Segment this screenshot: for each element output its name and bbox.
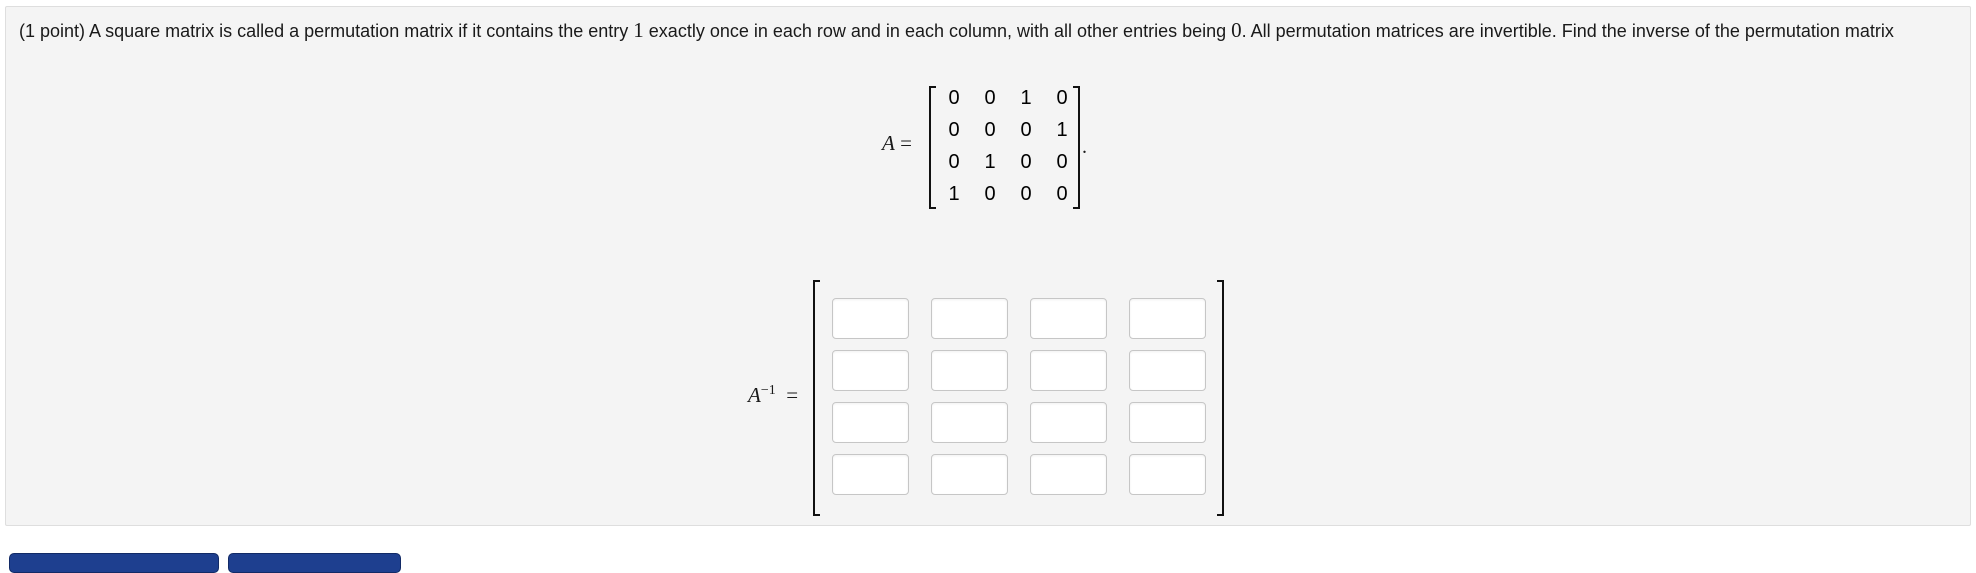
answer-input-r1-c4[interactable] — [1129, 298, 1206, 339]
statement-part-1: A square matrix is called a permutation … — [85, 21, 634, 41]
points-label: (1 point) — [19, 21, 86, 41]
matrix-a-entry: 0 — [948, 151, 960, 173]
matrix-a-period: . — [1082, 136, 1087, 158]
matrix-a-entry: 0 — [1056, 87, 1068, 109]
answer-input-r3-c4[interactable] — [1129, 402, 1206, 443]
matrix-a-entry: 1 — [1056, 119, 1068, 141]
answer-input-r2-c4[interactable] — [1129, 350, 1206, 391]
answer-input-r4-c2[interactable] — [931, 454, 1008, 495]
matrix-a-entry: 0 — [984, 183, 996, 205]
matrix-a-label: A = — [882, 131, 912, 155]
answer-input-r4-c1[interactable] — [832, 454, 909, 495]
answer-input-r2-c3[interactable] — [1030, 350, 1107, 391]
matrix-a-entry: 0 — [1020, 119, 1032, 141]
matrix-a-entry: 0 — [948, 87, 960, 109]
answer-input-r3-c2[interactable] — [931, 402, 1008, 443]
matrix-a-entry: 0 — [984, 87, 996, 109]
statement-part-3: . All permutation matrices are invertibl… — [1241, 21, 1894, 41]
math-one: 1 — [633, 18, 644, 42]
answer-input-r2-c2[interactable] — [931, 350, 1008, 391]
bottom-button-2[interactable] — [228, 553, 401, 573]
matrix-a-right-bracket — [1073, 86, 1080, 209]
matrix-a-entry: 0 — [1020, 151, 1032, 173]
matrix-a-entry: 1 — [984, 151, 996, 173]
answer-input-r1-c3[interactable] — [1030, 298, 1107, 339]
matrix-a: 0 0 1 0 0 0 0 1 0 1 0 0 1 0 0 0 — [936, 82, 1080, 210]
answer-input-r3-c1[interactable] — [832, 402, 909, 443]
matrix-a-left-bracket — [929, 86, 936, 209]
matrix-a-entry: 0 — [1020, 183, 1032, 205]
matrix-a-entry: 0 — [984, 119, 996, 141]
answer-input-r3-c3[interactable] — [1030, 402, 1107, 443]
problem-statement: (1 point) A square matrix is called a pe… — [19, 17, 1954, 45]
answer-input-r2-c1[interactable] — [832, 350, 909, 391]
matrix-a-entry: 0 — [948, 119, 960, 141]
matrix-a-entry: 0 — [1056, 151, 1068, 173]
answer-input-r4-c3[interactable] — [1030, 454, 1107, 495]
inverse-label: A−1 = — [748, 383, 799, 407]
inverse-right-bracket — [1217, 280, 1224, 516]
answer-input-r1-c1[interactable] — [832, 298, 909, 339]
inverse-left-bracket — [813, 280, 820, 516]
answer-input-r1-c2[interactable] — [931, 298, 1008, 339]
answer-input-r4-c4[interactable] — [1129, 454, 1206, 495]
math-zero: 0 — [1231, 18, 1242, 42]
matrix-a-entry: 1 — [948, 183, 960, 205]
inverse-answer-grid — [832, 298, 1206, 495]
statement-part-2: exactly once in each row and in each col… — [643, 21, 1232, 41]
matrix-a-entry: 1 — [1020, 87, 1032, 109]
matrix-a-entry: 0 — [1056, 183, 1068, 205]
bottom-button-1[interactable] — [9, 553, 219, 573]
